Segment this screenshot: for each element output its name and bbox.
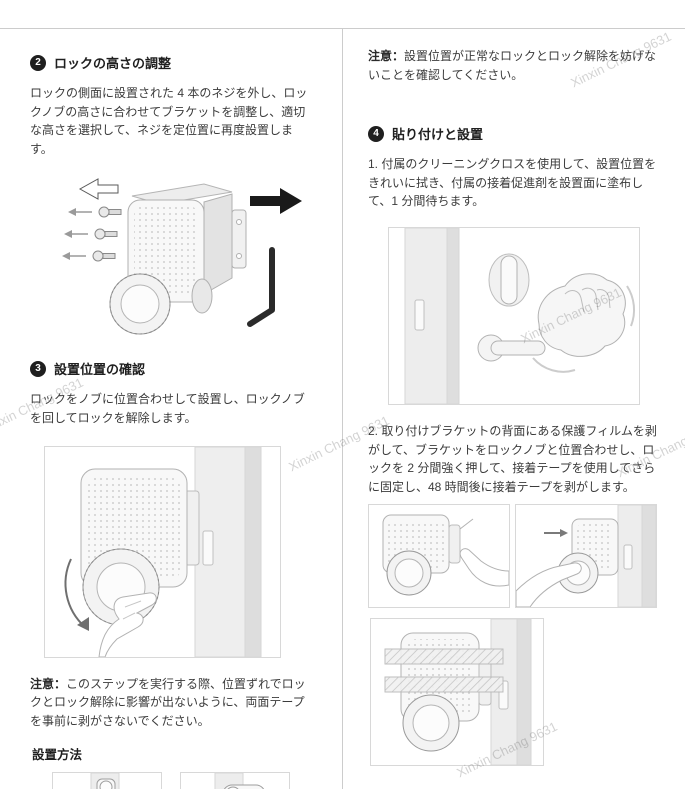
- hand: [98, 592, 157, 657]
- column-divider: [342, 28, 343, 789]
- illustration-peel-film: [368, 504, 510, 609]
- push-arrow-icon: [250, 188, 302, 215]
- left-note-body: このステップを実行する際、位置ずれでロックとロック解除に影響が出ないように、両面…: [30, 676, 306, 728]
- adhesive-tape-strip: [384, 648, 504, 665]
- step4-number-badge: 4: [368, 125, 384, 142]
- position-check-illustration-svg: [64, 446, 262, 657]
- step4-body-1: 1. 付属のクリーニングクロスを使用して、設置位置をきれいに拭き、付属の接着促進…: [368, 157, 657, 209]
- illustration-position-check: [44, 445, 281, 658]
- door-edge: [404, 227, 448, 404]
- step3-body: ロックをノブに位置合わせして設置し、ロックノブを回してロックを解除します。: [30, 392, 305, 425]
- right-column: 注意：設置位置が正常なロックとロック解除を妨げないことを確認してください。 4 …: [343, 29, 685, 771]
- left-note-label: 注意：: [30, 676, 67, 691]
- lock-body: [382, 514, 461, 596]
- illustration-method-vertical: [52, 772, 162, 789]
- clean-surface-svg: [404, 227, 636, 404]
- strike-plate: [414, 299, 425, 331]
- lock-body: [80, 468, 188, 626]
- deadbolt-thumbturn: [488, 253, 530, 307]
- hand-with-cloth: [537, 273, 626, 357]
- left-column: 2 ロックの高さの調整 ロックの側面に設置された 4 本のネジを外し、ロックノブ…: [0, 29, 342, 789]
- lock-body: [557, 518, 619, 594]
- step4-title: 貼り付けと設置: [392, 127, 484, 143]
- adhesive-tape-strip: [384, 676, 504, 693]
- illustration-lock-height-adjust: [36, 170, 314, 343]
- illustration-clean-surface: [388, 226, 640, 405]
- pull-arrow-icon: [78, 178, 119, 201]
- right-note-label: 注意：: [368, 49, 405, 63]
- step4-header: 4 貼り付けと設置: [368, 124, 661, 143]
- method-vertical-svg: [90, 773, 120, 789]
- hex-key-icon: [247, 247, 275, 328]
- step3-title: 設置位置の確認: [54, 362, 146, 378]
- motion-arc: [626, 285, 636, 327]
- left-note: 注意：このステップを実行する際、位置ずれでロックとロック解除に影響が出ないように…: [30, 675, 314, 731]
- step3-number-badge: 3: [30, 360, 46, 377]
- method-title: 設置方法: [32, 748, 83, 763]
- rotate-arrow-icon: [64, 558, 86, 628]
- lever-handle: [477, 334, 546, 362]
- method-panels: [52, 772, 314, 789]
- hand: [516, 562, 582, 608]
- lock-body: [109, 183, 247, 335]
- step3-header: 3 設置位置の確認: [30, 359, 314, 378]
- right-note: 注意：設置位置が正常なロックとロック解除を妨げないことを確認してください。: [368, 47, 661, 84]
- illustration-press-lock: [515, 504, 657, 609]
- strike-plate: [202, 530, 214, 566]
- attach-panels: [368, 504, 661, 609]
- right-note-body: 設置位置が正常なロックとロック解除を妨げないことを確認してください。: [368, 49, 657, 82]
- step4-body-2: 2. 取り付けブラケットの背面にある保護フィルムを剥がして、ブラケットをロックノ…: [368, 423, 657, 494]
- peel-film-svg: [382, 514, 509, 596]
- film-corner: [459, 518, 474, 530]
- screw-icons: [62, 206, 122, 262]
- lock-height-illustration-svg: [62, 178, 302, 335]
- illustration-method-horizontal: [180, 772, 290, 789]
- hand: [459, 548, 509, 587]
- tape-fix-svg: [384, 619, 532, 766]
- illustration-tape-fix: [370, 618, 544, 767]
- press-lock-svg: [516, 505, 656, 608]
- step2-body: ロックの側面に設置された 4 本のネジを外し、ロックノブの高さに合わせてブラケッ…: [30, 86, 308, 156]
- step2-title: ロックの高さの調整: [54, 56, 172, 71]
- step2-number-badge: 2: [30, 54, 46, 71]
- method-horizontal-svg: [214, 773, 264, 789]
- step2-header: 2 ロックの高さの調整: [30, 53, 314, 72]
